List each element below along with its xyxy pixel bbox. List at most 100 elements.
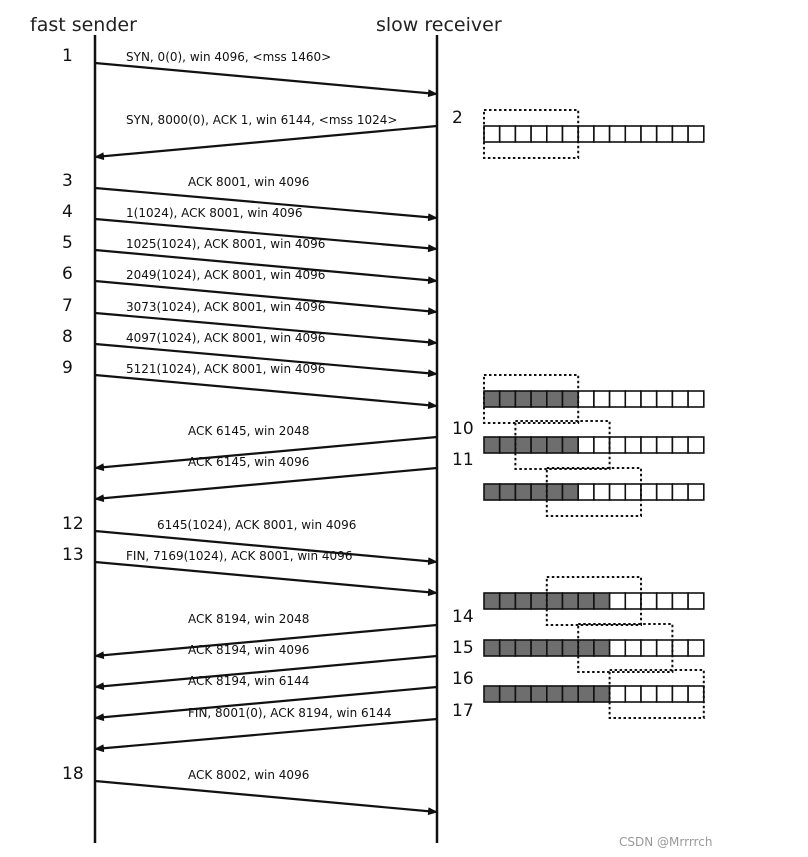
buffer-cell-empty xyxy=(655,592,674,610)
buffer-cell-empty xyxy=(561,125,579,143)
segment-arrow xyxy=(94,217,438,253)
segment-label: ACK 8002, win 4096 xyxy=(188,768,309,782)
segment-arrow xyxy=(94,248,438,285)
segment-label: 4097(1024), ACK 8001, win 4096 xyxy=(126,331,325,345)
segment-arrow xyxy=(94,529,438,566)
segment-number: 16 xyxy=(452,669,474,689)
buffer-cell-empty xyxy=(624,436,642,454)
segment-label: SYN, 0(0), win 4096, <mss 1460> xyxy=(126,50,331,64)
segment-number: 17 xyxy=(452,701,474,721)
buffer-cell-empty xyxy=(608,436,627,454)
buffer-cell-filled xyxy=(530,483,548,501)
segment-number: 2 xyxy=(452,108,463,128)
buffer-cell-filled xyxy=(530,436,548,454)
segment-arrow xyxy=(94,623,438,660)
buffer-cell-empty xyxy=(593,390,611,408)
buffer-cell-filled xyxy=(483,592,501,610)
segment-number: 8 xyxy=(62,327,73,347)
buffer-cell-empty xyxy=(687,436,705,454)
receiver-header: slow receiver xyxy=(376,14,502,36)
buffer-cell-filled xyxy=(483,685,501,703)
buffer-cell-filled xyxy=(483,390,501,408)
buffer-cell-empty xyxy=(530,125,548,143)
segment-arrow xyxy=(94,779,438,816)
buffer-cell-empty xyxy=(483,125,501,143)
buffer-cell-empty xyxy=(514,125,532,143)
buffer-cell-filled xyxy=(545,592,564,610)
sender-header: fast sender xyxy=(30,14,137,36)
buffer-cell-empty xyxy=(624,390,642,408)
buffer-cell-empty xyxy=(498,125,517,143)
buffer-cell-filled xyxy=(577,685,595,703)
segment-number: 7 xyxy=(62,296,73,316)
buffer-cell-empty xyxy=(640,125,658,143)
buffer-row xyxy=(483,623,705,673)
buffer-cell-filled xyxy=(561,483,579,501)
buffer-cell-empty xyxy=(655,639,674,657)
buffer-cell-empty xyxy=(671,390,689,408)
segment-arrow xyxy=(94,654,438,691)
segment-label: 1025(1024), ACK 8001, win 4096 xyxy=(126,237,325,251)
segment-arrow xyxy=(94,373,438,410)
buffer-cell-filled xyxy=(530,592,548,610)
buffer-cell-filled xyxy=(483,639,501,657)
buffer-cell-empty xyxy=(640,639,658,657)
buffer-row xyxy=(483,669,705,719)
buffer-cell-empty xyxy=(545,125,564,143)
segment-label: 2049(1024), ACK 8001, win 4096 xyxy=(126,268,325,282)
buffer-cell-filled xyxy=(561,436,579,454)
receive-buffers-group xyxy=(483,109,705,719)
advertised-window-box xyxy=(577,623,674,673)
segment-label: ACK 8194, win 4096 xyxy=(188,643,309,657)
segment-label: FIN, 7169(1024), ACK 8001, win 4096 xyxy=(126,549,352,563)
buffer-cell-filled xyxy=(530,639,548,657)
buffer-cell-filled xyxy=(498,639,517,657)
buffer-cell-empty xyxy=(593,436,611,454)
buffer-cell-filled xyxy=(577,592,595,610)
watermark: CSDN @Mrrrrch xyxy=(619,835,712,849)
segment-number: 9 xyxy=(62,358,73,378)
buffer-cell-filled xyxy=(514,436,532,454)
buffer-cell-empty xyxy=(655,436,674,454)
segment-arrow xyxy=(94,186,438,222)
buffer-cell-empty xyxy=(577,390,595,408)
buffer-cell-filled xyxy=(514,592,532,610)
buffer-cell-filled xyxy=(545,390,564,408)
segment-label: 1(1024), ACK 8001, win 4096 xyxy=(126,206,303,220)
buffer-cell-filled xyxy=(498,685,517,703)
buffer-cell-empty xyxy=(608,483,627,501)
buffer-cell-filled xyxy=(498,592,517,610)
segment-arrow xyxy=(94,717,438,753)
buffer-cell-filled xyxy=(483,436,501,454)
buffer-cell-filled xyxy=(577,639,595,657)
advertised-window-box xyxy=(514,420,611,470)
buffer-cell-filled xyxy=(498,436,517,454)
segment-number: 4 xyxy=(62,202,73,222)
buffer-cell-empty xyxy=(687,639,705,657)
buffer-cell-filled xyxy=(545,436,564,454)
buffer-row xyxy=(483,467,705,517)
buffer-cell-empty xyxy=(640,436,658,454)
buffer-cell-empty xyxy=(608,639,627,657)
buffer-cell-empty xyxy=(655,685,674,703)
buffer-cell-filled xyxy=(593,685,611,703)
buffer-cell-filled xyxy=(483,483,501,501)
buffer-cell-empty xyxy=(687,592,705,610)
buffer-cell-empty xyxy=(624,125,642,143)
buffer-cell-empty xyxy=(577,125,595,143)
buffer-cell-empty xyxy=(593,483,611,501)
buffer-cell-empty xyxy=(608,685,627,703)
buffer-cell-empty xyxy=(608,592,627,610)
buffer-cell-empty xyxy=(687,483,705,501)
segment-number: 6 xyxy=(62,264,73,284)
buffer-cell-empty xyxy=(577,436,595,454)
segment-label: ACK 6145, win 2048 xyxy=(188,424,309,438)
buffer-cell-empty xyxy=(655,125,674,143)
segment-label: 5121(1024), ACK 8001, win 4096 xyxy=(126,362,325,376)
buffer-cell-empty xyxy=(687,125,705,143)
segment-number: 15 xyxy=(452,638,474,658)
buffer-cell-empty xyxy=(577,483,595,501)
segment-number: 13 xyxy=(62,545,84,565)
